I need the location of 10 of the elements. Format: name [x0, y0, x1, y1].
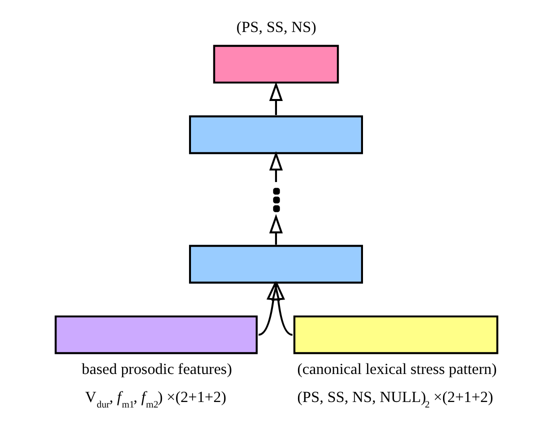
- node-label: (canonical lexical stress pattern): [296, 361, 496, 378]
- arrow: [258, 280, 280, 336]
- arrow: [271, 280, 292, 336]
- arrow: [268, 214, 282, 245]
- arrow: [268, 151, 282, 182]
- node-label: V$_{dur}$, f$_{m1}$, f$_{m2}$) ×(2+1+2): [84, 389, 226, 411]
- node-label: (PS, SS, NS, NULL)$_{2}$ ×(2+1+2): [296, 389, 493, 411]
- node-label: based prosodic features): [81, 361, 232, 378]
- node-label: (PS, SS, NS): [236, 19, 316, 36]
- arrow: [268, 82, 282, 116]
